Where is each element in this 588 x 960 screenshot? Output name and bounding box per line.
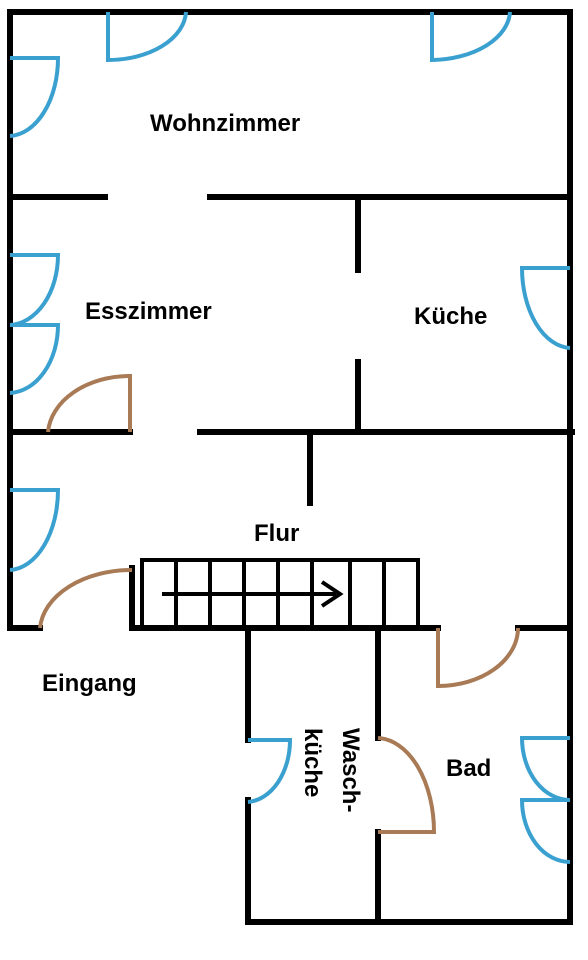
window-flur-left [9, 488, 61, 572]
label-waschkueche-line2: küche [299, 728, 326, 797]
window-bad-right-upper [519, 736, 571, 802]
door-eingang [38, 567, 133, 629]
label-waschkueche-line1: Wasch- [337, 728, 364, 812]
walls [7, 9, 575, 925]
label-waschkueche: Wasch- küche [299, 728, 364, 812]
door-esszimmer [46, 373, 132, 433]
window-top-left [106, 11, 188, 63]
doors [38, 373, 520, 834]
label-eingang: Eingang [42, 670, 137, 697]
window-wasch-left [247, 738, 293, 804]
label-flur: Flur [254, 520, 299, 547]
door-bad-wasch [377, 736, 437, 834]
window-ess-left-upper [9, 253, 61, 327]
label-bad: Bad [446, 755, 491, 782]
door-bad-top [436, 627, 520, 689]
window-kueche-right [519, 266, 571, 350]
staircase [140, 558, 420, 630]
label-kueche: Küche [414, 303, 487, 330]
window-top-right [430, 11, 512, 63]
stair-arrow-head [320, 580, 344, 608]
window-wohn-left [9, 56, 61, 138]
room-labels: Wohnzimmer Esszimmer Küche Flur Eingang … [42, 110, 491, 812]
windows [9, 11, 571, 864]
window-ess-left-lower [9, 323, 61, 395]
label-wohnzimmer: Wohnzimmer [150, 110, 300, 137]
label-esszimmer: Esszimmer [85, 298, 212, 325]
window-bad-right-lower [519, 798, 571, 864]
